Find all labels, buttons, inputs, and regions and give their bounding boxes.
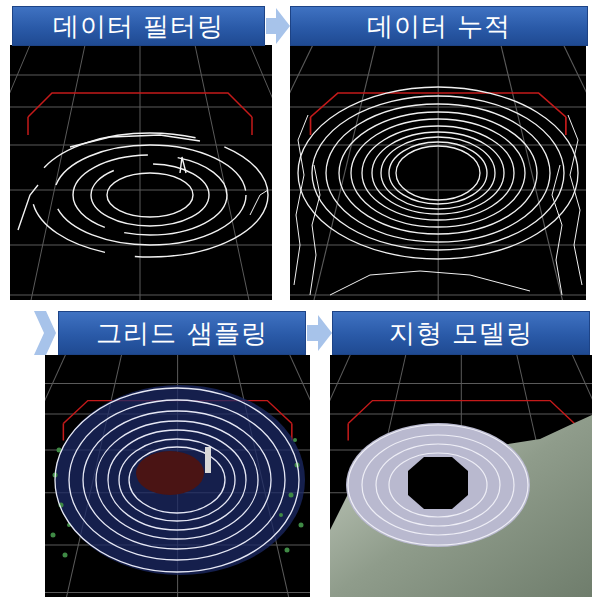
flow-arrow xyxy=(266,18,276,34)
step-title: 데이터 필터링 xyxy=(53,12,224,41)
step-banner: 데이터 누적 xyxy=(290,6,588,46)
step-title: 그리드 샘플링 xyxy=(96,319,267,348)
step-banner: 데이터 필터링 xyxy=(12,6,265,46)
flow-arrow xyxy=(307,325,318,341)
step-title: 지형 모델링 xyxy=(389,319,533,348)
step-banner: 지형 모델링 xyxy=(332,311,590,355)
step-title: 데이터 누적 xyxy=(367,12,511,41)
step-banner: 그리드 샘플링 xyxy=(58,311,306,355)
